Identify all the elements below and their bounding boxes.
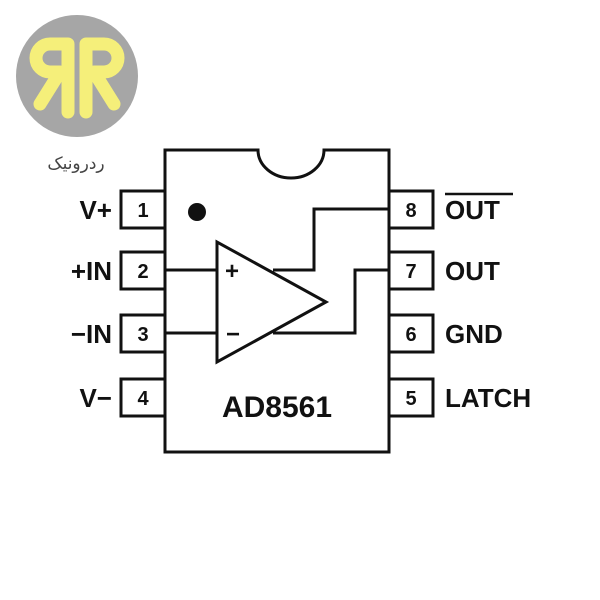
wire-out	[273, 268, 389, 335]
pin-2: 2 +IN	[71, 250, 167, 291]
logo-letters	[29, 37, 125, 119]
pin-number: 4	[137, 388, 149, 410]
pin-number: 3	[137, 324, 148, 346]
logo: ردرونیک	[16, 15, 138, 174]
pin-box	[119, 189, 167, 230]
comparator-triangle	[215, 239, 330, 365]
pin-8: 8 OUT	[387, 189, 513, 230]
pin-number: 8	[405, 200, 416, 222]
pin-box	[119, 377, 167, 418]
pin-6: 6 GND	[387, 313, 503, 354]
pin-box	[387, 377, 435, 418]
chip-body	[163, 148, 391, 454]
pin-number: 6	[405, 324, 416, 346]
pin-3: 3 −IN	[71, 313, 167, 354]
pin-1: 1 V+	[79, 189, 167, 230]
pin-label: V−	[79, 383, 112, 413]
pin-number: 7	[405, 261, 416, 283]
pin-label: −IN	[71, 319, 112, 349]
minus-input-sign: −	[226, 321, 240, 348]
comparator-symbol	[165, 207, 389, 365]
pin-label: GND	[445, 319, 503, 349]
pin1-dot	[188, 203, 206, 221]
pin-number: 1	[137, 200, 148, 222]
brand-text: ردرونیک	[47, 154, 104, 174]
pin-box	[387, 189, 435, 230]
pin-4: 4 V−	[79, 377, 167, 418]
pin-box	[387, 313, 435, 354]
pin-label: +IN	[71, 256, 112, 286]
pin-box	[119, 250, 167, 291]
logo-circle	[16, 15, 138, 137]
pin-label: V+	[79, 195, 112, 225]
pin-7: 7 OUT	[387, 250, 500, 291]
pin-5: 5 LATCH	[387, 377, 531, 418]
plus-input-sign: +	[225, 258, 239, 285]
pin-label: LATCH	[445, 383, 531, 413]
pin-number: 2	[137, 261, 148, 283]
part-number: AD8561	[222, 391, 332, 424]
pin-box	[119, 313, 167, 354]
wire-out-bar	[273, 207, 389, 272]
pin-number: 5	[405, 388, 416, 410]
pin-label: OUT	[445, 256, 500, 286]
pin-label: OUT	[445, 195, 500, 225]
